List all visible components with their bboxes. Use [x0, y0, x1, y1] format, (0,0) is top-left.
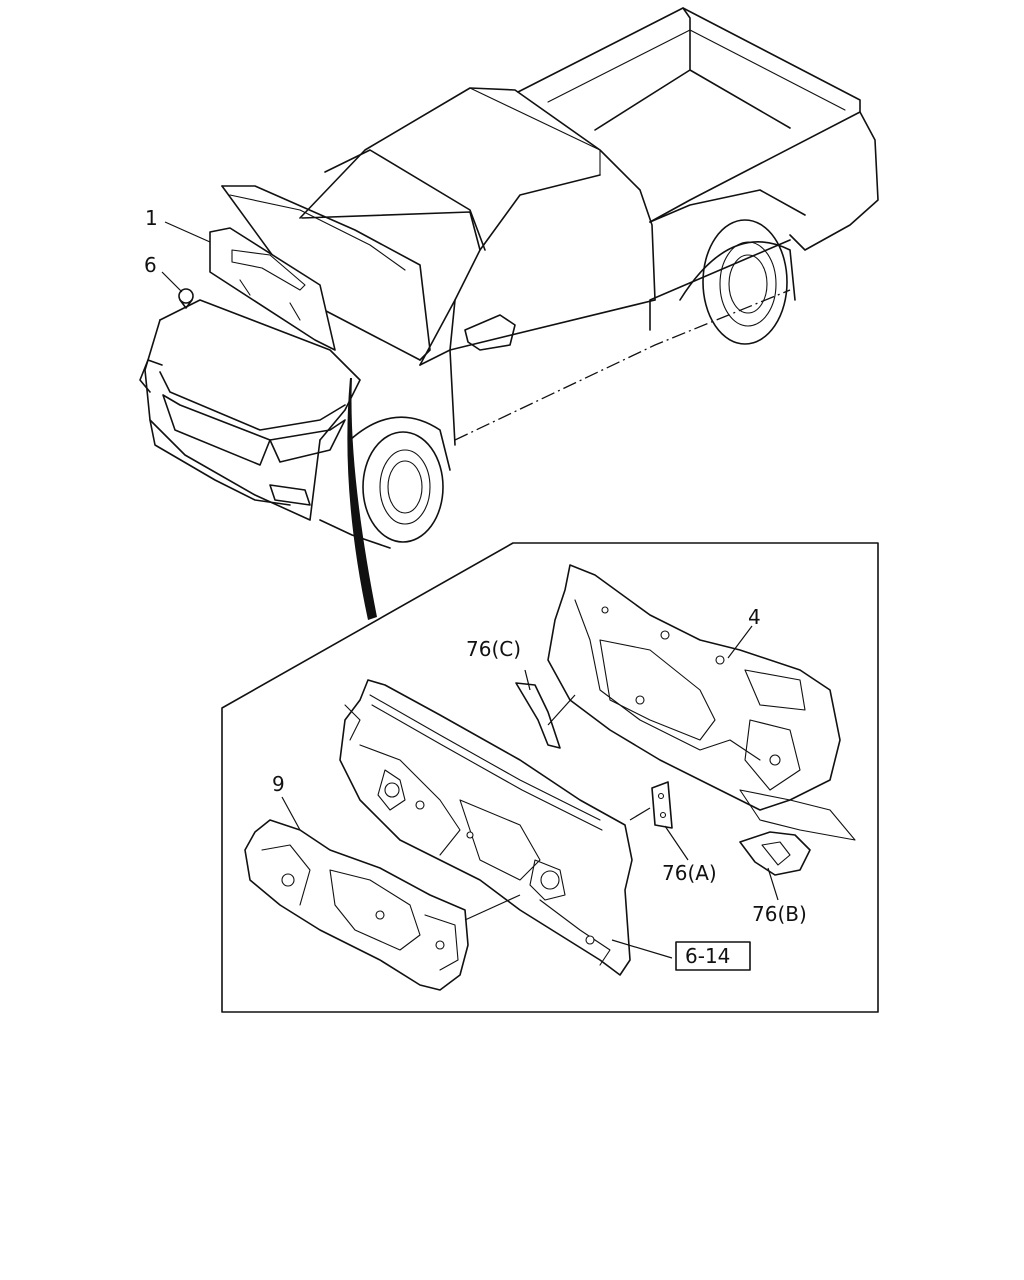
callout-76b: 76(B) [752, 902, 807, 926]
callout-76a: 76(A) [662, 861, 717, 885]
insulator-part-76b [739, 831, 811, 876]
dash-insulator-part-9 [244, 819, 469, 991]
insulator-part-76c [515, 682, 561, 749]
dash-panel-insulator-part-4 [547, 564, 856, 841]
callout-9: 9 [272, 772, 285, 796]
dash-panel-assembly [339, 679, 633, 976]
hood-insulator-part-1 [209, 227, 336, 351]
callout-6: 6 [144, 253, 157, 277]
callout-1: 1 [145, 206, 158, 230]
detail-inset-frame [221, 542, 879, 1013]
pickup-truck-illustration [139, 7, 879, 620]
clip-part-6 [178, 288, 194, 304]
reference-box [675, 941, 751, 971]
detail-pointer-arrow [347, 378, 377, 620]
leader-lines [161, 221, 779, 959]
callout-76c: 76(C) [466, 637, 521, 661]
callout-4: 4 [748, 605, 761, 629]
reference-label: 6-14 [685, 944, 730, 968]
insulator-part-76a [651, 781, 673, 829]
